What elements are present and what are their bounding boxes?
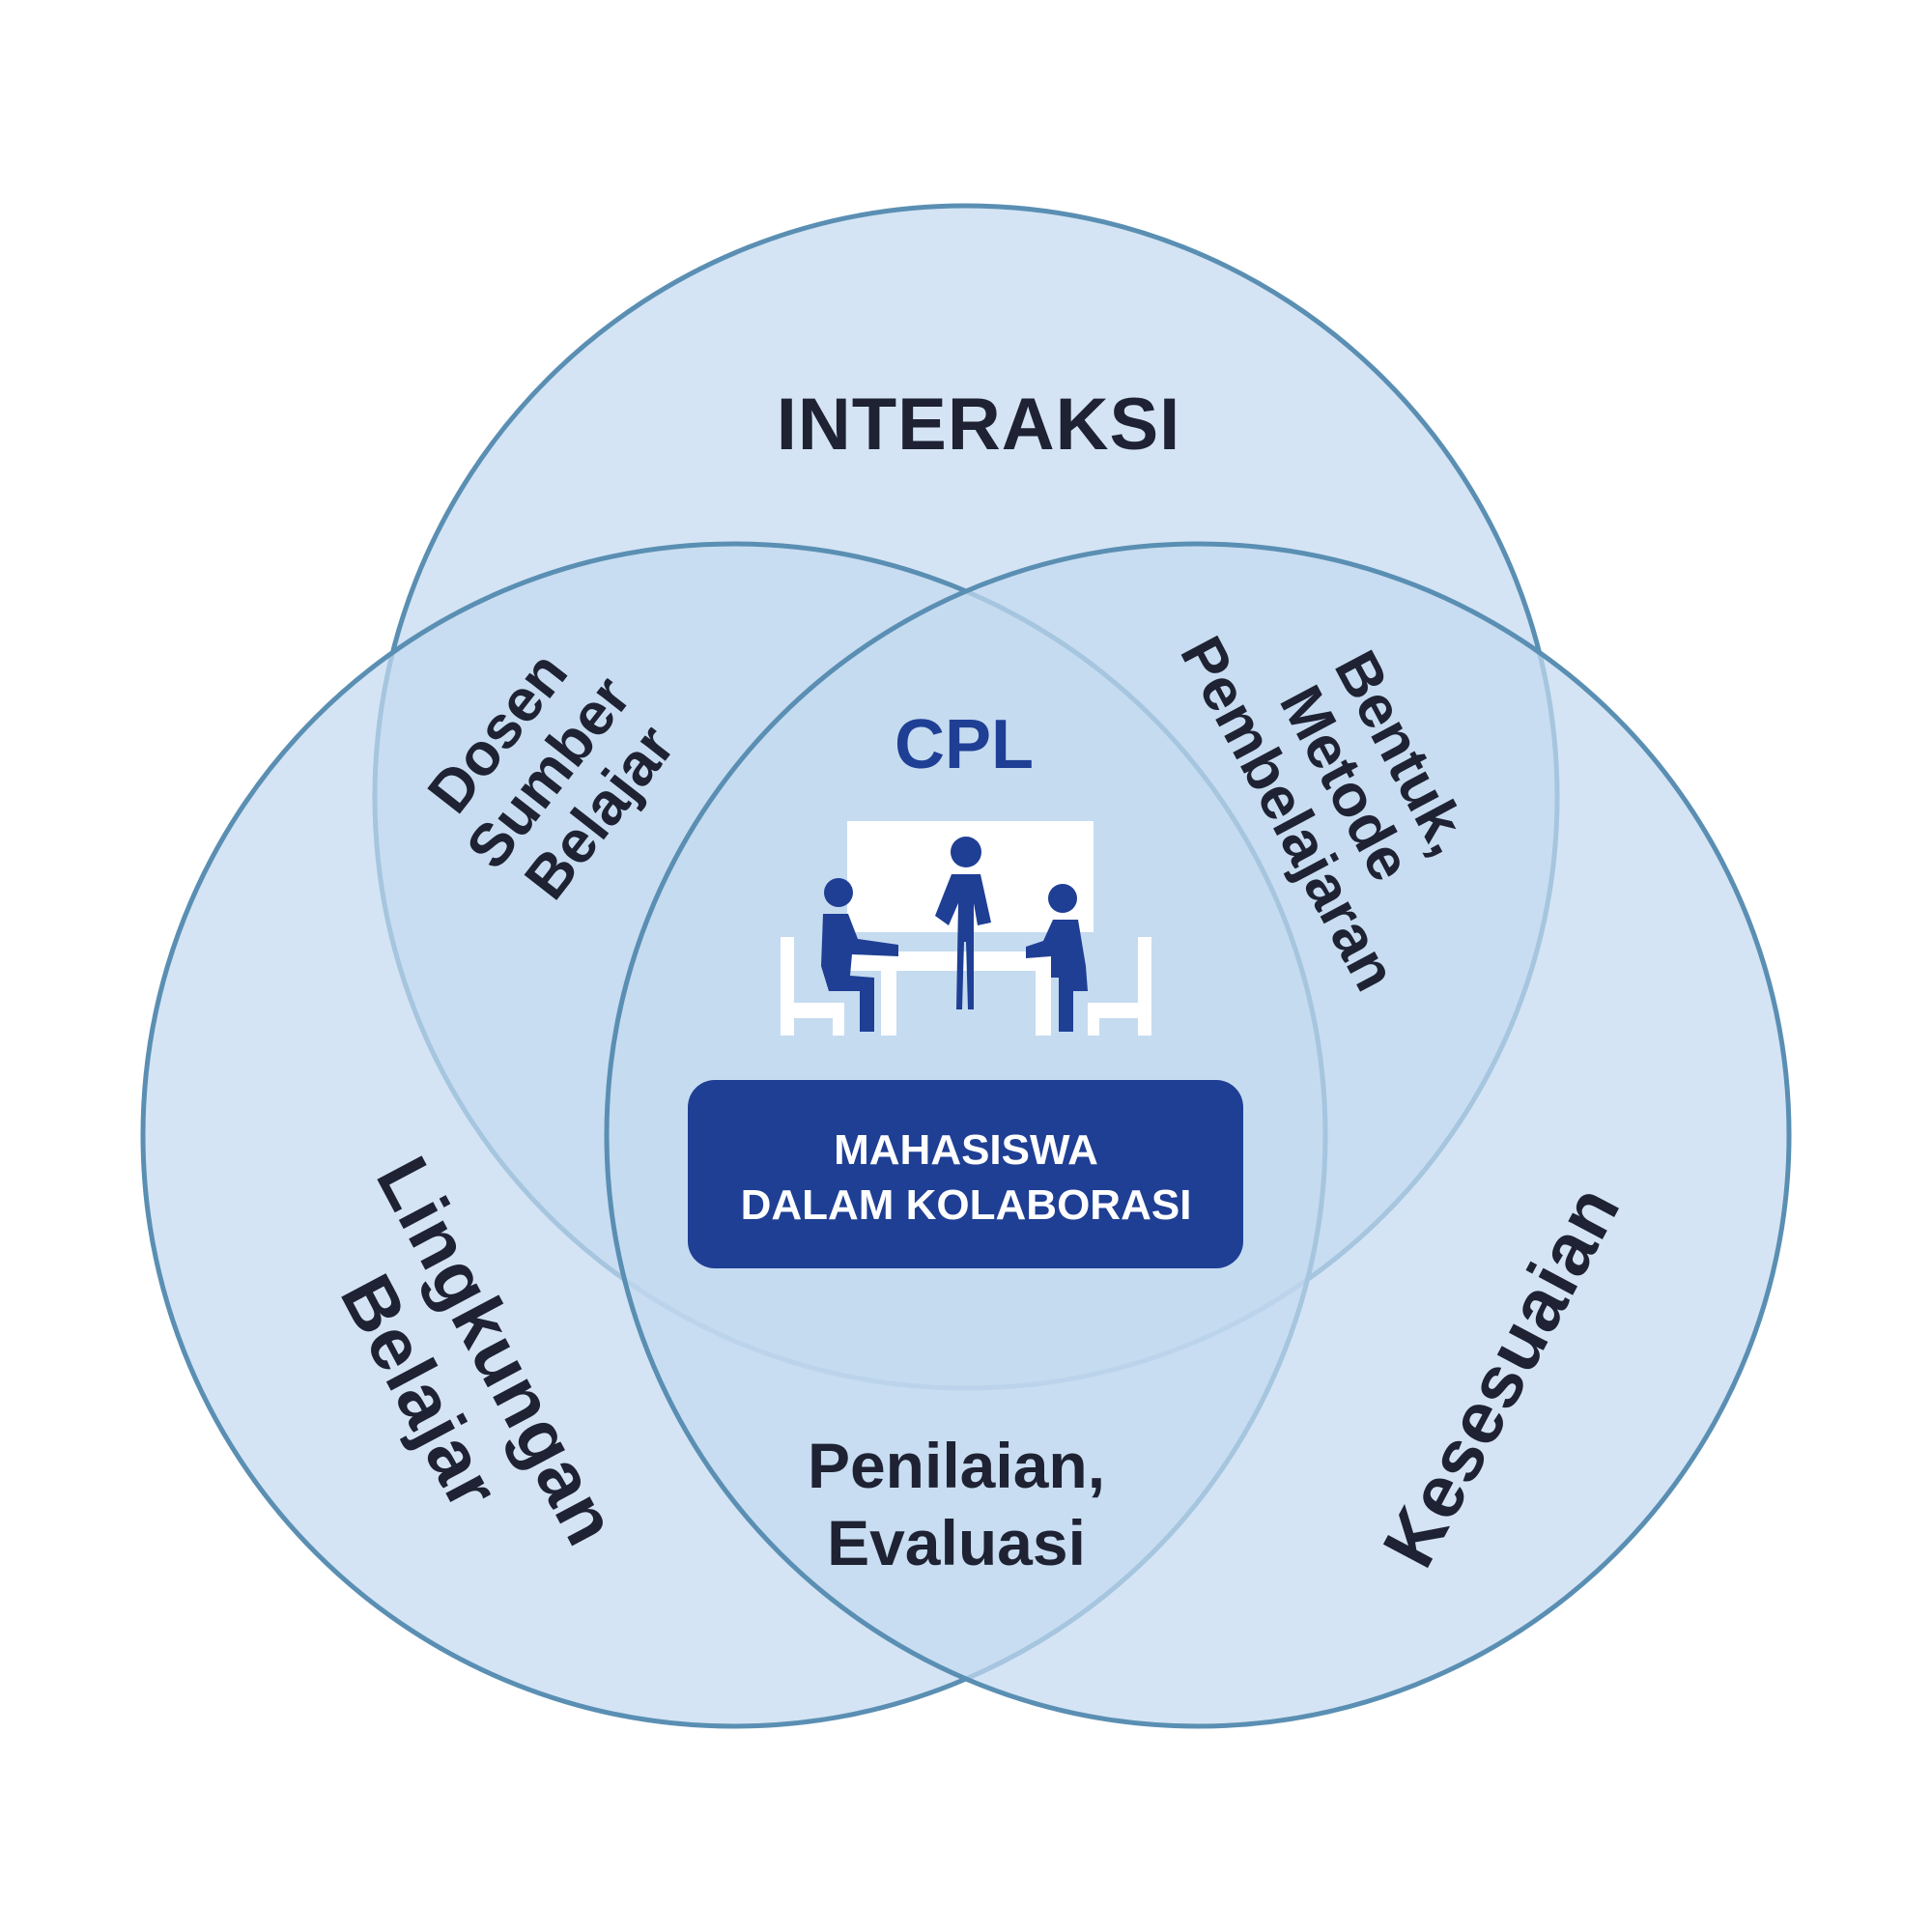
label-interaksi: INTERAKSI <box>777 384 1181 466</box>
label-penilaian: Penilaian, <box>808 1430 1105 1501</box>
mahasiswa-kolaborasi-box: MAHASISWA DALAM KOLABORASI <box>688 1080 1243 1268</box>
box-line-dalam-kolaborasi: DALAM KOLABORASI <box>741 1181 1192 1229</box>
label-evaluasi: Evaluasi <box>827 1507 1086 1578</box>
cpl-title: CPL <box>895 706 1034 783</box>
people-meeting-icon <box>781 821 1151 1036</box>
box-line-mahasiswa: MAHASISWA <box>834 1126 1098 1174</box>
